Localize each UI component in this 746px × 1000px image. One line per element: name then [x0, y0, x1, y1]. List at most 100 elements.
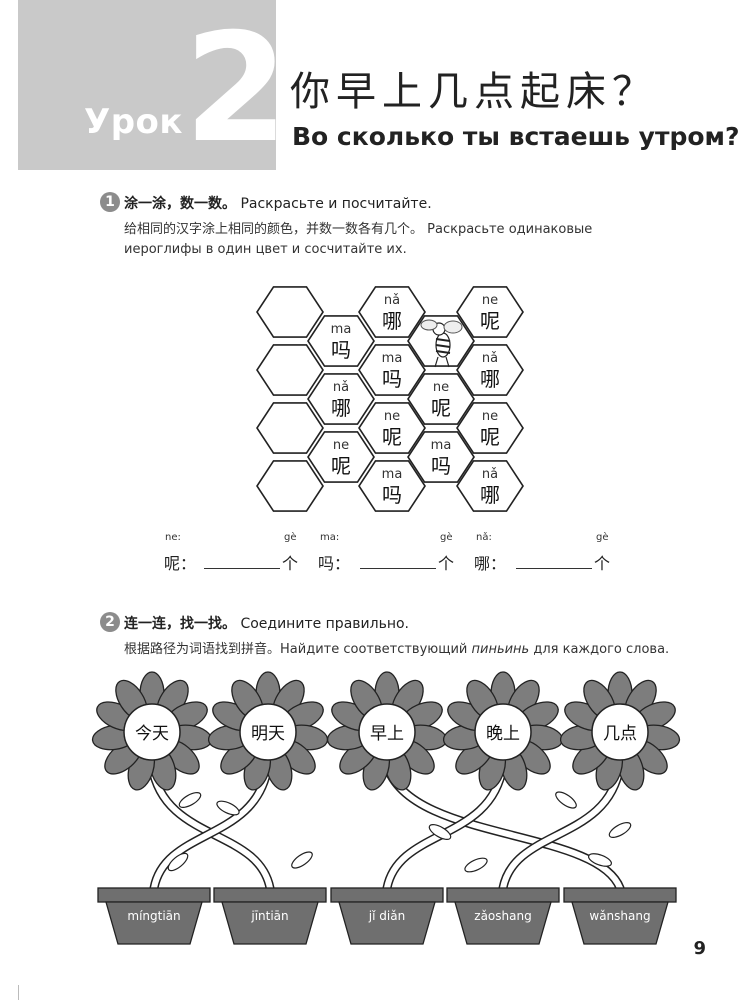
- hex-hanzi: 哪: [480, 483, 500, 507]
- hex-cell[interactable]: [256, 344, 324, 396]
- leaf-icon: [167, 852, 189, 872]
- lesson-header-box: [18, 0, 276, 170]
- hex-cell[interactable]: ne呢: [456, 402, 524, 454]
- pot-body: [221, 901, 319, 945]
- exercise-1-title-zh: 涂一涂，数一数。: [124, 196, 236, 212]
- flower-stem[interactable]: [384, 763, 623, 891]
- flower-pot[interactable]: míngtiān: [97, 887, 211, 945]
- exercise-2-instruction-ru-end: для каждого слова.: [529, 642, 670, 657]
- pot-pinyin: wǎnshang: [589, 909, 650, 923]
- flower-word: 早上: [370, 724, 404, 744]
- exercise-1-instruction: 给相同的汉字涂上相同的颜色，并数一数各有几个。 Раскрасьте одина…: [124, 220, 684, 260]
- leaf-icon: [178, 792, 202, 808]
- pot-rim: [330, 887, 444, 903]
- hex-pinyin: nǎ: [482, 351, 498, 366]
- count-ne-blank[interactable]: [204, 568, 280, 569]
- hex-cell[interactable]: ne呢: [358, 402, 426, 454]
- hex-cell[interactable]: nǎ哪: [307, 373, 375, 425]
- hex-cell[interactable]: ne呢: [407, 373, 475, 425]
- flower[interactable]: 晚上: [442, 671, 564, 793]
- hex-cell[interactable]: [256, 286, 324, 338]
- count-ne-ge-pinyin: gè: [284, 532, 297, 543]
- hex-cell[interactable]: ma吗: [407, 431, 475, 483]
- hex-hanzi: 吗: [331, 338, 351, 362]
- hex-hanzi: 吗: [382, 483, 402, 507]
- flower-pot[interactable]: wǎnshang: [563, 887, 677, 945]
- bee-wing-icon: [420, 319, 438, 331]
- flower-word: 明天: [251, 724, 285, 744]
- lesson-label: Урок: [84, 102, 183, 142]
- hex-cell[interactable]: ne呢: [456, 286, 524, 338]
- hex-pinyin: ne: [482, 409, 498, 424]
- count-na-label: 哪：: [474, 554, 507, 573]
- pot-body: [105, 901, 203, 945]
- hex-hanzi: 哪: [331, 396, 351, 420]
- hex-cell[interactable]: ne呢: [307, 431, 375, 483]
- page-edge-mark: [18, 985, 19, 1000]
- flower-center: [591, 703, 649, 761]
- pot-pinyin: míngtiān: [127, 909, 180, 923]
- count-ma-blank[interactable]: [360, 568, 436, 569]
- hex-pinyin: ma: [331, 322, 352, 337]
- hex-cell[interactable]: nǎ哪: [358, 286, 426, 338]
- hex-pinyin: ma: [382, 351, 403, 366]
- hex-cell[interactable]: ma吗: [307, 315, 375, 367]
- exercise-1-instruction-zh: 给相同的汉字涂上相同的颜色，并数一数各有几个。: [124, 222, 424, 237]
- hex-pinyin: ne: [482, 293, 498, 308]
- flower-center: [474, 703, 532, 761]
- flower[interactable]: 今天: [91, 671, 213, 793]
- hex-hanzi: 呢: [480, 309, 500, 333]
- hex-pinyin: ma: [431, 438, 452, 453]
- count-na-ge: 个: [594, 554, 611, 573]
- hex-pinyin: nǎ: [482, 467, 498, 482]
- flower[interactable]: 明天: [207, 671, 329, 793]
- pot-rim: [213, 887, 327, 903]
- flower-stem[interactable]: [500, 763, 623, 891]
- leaf-icon: [291, 851, 313, 869]
- exercise-1-title-ru: Раскрасьте и посчитайте.: [240, 196, 432, 212]
- flower-word: 今天: [135, 724, 169, 744]
- pot-rim: [97, 887, 211, 903]
- pot-rim: [446, 887, 560, 903]
- exercise-2-instruction-zh: 根据路径为词语找到拼音。: [124, 642, 281, 657]
- count-na-pinyin: nǎ:: [476, 532, 492, 543]
- hex-hanzi: 呢: [382, 425, 402, 449]
- leaf-icon: [587, 853, 613, 867]
- hex-cell[interactable]: nǎ哪: [456, 460, 524, 512]
- count-na-ge-pinyin: gè: [596, 532, 609, 543]
- leaf-icon: [608, 822, 632, 838]
- flower-pot[interactable]: jǐ diǎn: [330, 887, 444, 945]
- flower[interactable]: 几点: [559, 671, 681, 793]
- hex-hanzi: 吗: [431, 454, 451, 478]
- flower-center: [239, 703, 297, 761]
- page-number: 9: [693, 938, 706, 959]
- pot-pinyin: jīntiān: [250, 909, 288, 923]
- count-ma-ge: 个: [438, 554, 455, 573]
- hex-cell[interactable]: [256, 460, 324, 512]
- hex-hanzi: 哪: [382, 309, 402, 333]
- hex-cell[interactable]: [407, 315, 475, 368]
- hex-cell[interactable]: ma吗: [358, 460, 426, 512]
- page-title-chinese: 你早上几点起床？: [290, 69, 658, 115]
- page-title-russian: Во сколько ты встаешь утром?: [292, 122, 740, 151]
- pot-body: [571, 901, 669, 945]
- exercise-2-instruction-ru-em: пиньинь: [471, 642, 530, 657]
- hex-cell[interactable]: nǎ哪: [456, 344, 524, 396]
- hex-pinyin: ma: [382, 467, 403, 482]
- flower[interactable]: 早上: [326, 671, 448, 793]
- flower-pot[interactable]: jīntiān: [213, 887, 327, 945]
- flower-stem[interactable]: [151, 763, 271, 891]
- count-ne-pinyin: ne:: [165, 532, 181, 543]
- flower-pot[interactable]: zǎoshang: [446, 887, 560, 945]
- hex-hanzi: 吗: [382, 367, 402, 391]
- exercise-2-instruction: 根据路径为词语找到拼音。Найдите соответствующий пинь…: [124, 640, 724, 660]
- exercise-1-instruction-ru-2: иероглифы в один цвет и сосчитайте их.: [124, 242, 407, 257]
- bee-wing-icon: [443, 320, 463, 334]
- count-na-blank[interactable]: [516, 568, 592, 569]
- flower-word: 几点: [603, 724, 637, 744]
- flower-word: 晚上: [486, 724, 520, 744]
- hex-cell[interactable]: [256, 402, 324, 454]
- hex-cell[interactable]: ma吗: [358, 344, 426, 396]
